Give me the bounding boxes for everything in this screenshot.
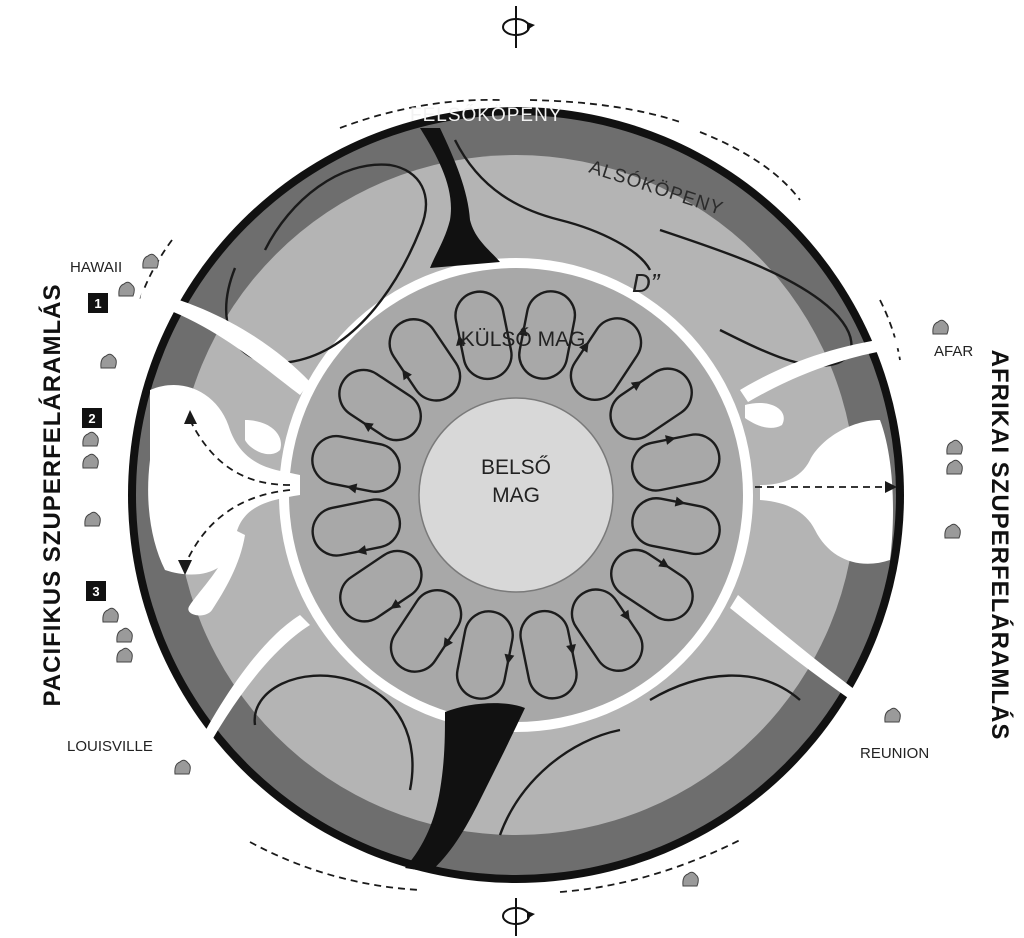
svg-text:2: 2 [88, 411, 95, 426]
rotation-axis-icon [502, 6, 535, 48]
plume-flow [178, 410, 897, 575]
volcano-icon [116, 627, 133, 643]
volcano-icon [946, 439, 963, 455]
hotspot-afar-label: AFAR [934, 343, 973, 360]
convection-arrow [346, 483, 358, 494]
subducting-slabs [405, 128, 525, 872]
african-superplume-label: AFRIKAI SZUPERFELÁRAMLÁS [986, 350, 1014, 741]
volcano-icon [82, 453, 99, 469]
volcano-icon [102, 607, 119, 623]
hotspot-louisville-label: LOUISVILLE [67, 738, 153, 755]
volcano-icon [944, 523, 961, 539]
convection-arrow [362, 422, 374, 432]
volcano-icon [174, 759, 191, 775]
pacific-superplume [148, 384, 300, 575]
convection-arrow [456, 335, 466, 346]
convection-arrow [566, 644, 576, 655]
convection-arrow [674, 496, 686, 507]
inner-core-label-line1: BELSŐ [481, 456, 551, 479]
inner-core-label-line2: MAG [492, 484, 540, 507]
convection-arrow [517, 325, 528, 337]
upper-mantle-label: FELSŐKÖPENY [410, 104, 563, 126]
pacific-superplume-label: PACIFIKUS SZUPERFELÁRAMLÁS [38, 284, 66, 707]
volcano-icon [82, 431, 99, 447]
convection-arrow [402, 369, 412, 381]
plumes [140, 290, 922, 765]
convection-arrow [658, 558, 670, 568]
convection-arrow [443, 637, 453, 649]
volcano-icon [884, 707, 901, 723]
volcano-icon [116, 647, 133, 663]
rotation-axis-icon [502, 898, 535, 936]
volcano-icon [682, 871, 699, 887]
outer-core-label: KÜLSŐ MAG [461, 328, 586, 351]
african-superplume [760, 420, 893, 564]
inner-core [418, 397, 614, 593]
convection-arrow [620, 609, 630, 621]
convection-arrow [356, 545, 367, 555]
hotspot-reunion-label: REUNION [860, 745, 929, 762]
outer-core-cells [311, 290, 721, 700]
volcano-icon [142, 253, 159, 269]
hotspot-volcanoes [82, 253, 963, 887]
volcano-icon [84, 511, 101, 527]
volcano-icon [946, 459, 963, 475]
hotspot-hawaii-label: HAWAII [70, 259, 122, 276]
convection-arrow [390, 599, 402, 609]
svg-text:3: 3 [92, 584, 99, 599]
marker-1: 1 [88, 293, 108, 313]
slab-bottom [405, 703, 525, 872]
d-double-prime-label: D” [632, 268, 661, 298]
earth-layers [128, 107, 904, 883]
marker-2: 2 [82, 408, 102, 428]
volcano-icon [118, 281, 135, 297]
volcano-icon [100, 353, 117, 369]
convection-arrow [665, 435, 676, 445]
convection-arrow [504, 653, 515, 665]
convection-arrow [630, 381, 642, 391]
svg-text:1: 1 [94, 296, 101, 311]
convection-arrow [579, 341, 589, 353]
slab-top [420, 128, 500, 268]
volcano-icon [932, 319, 949, 335]
marker-3: 3 [86, 581, 106, 601]
